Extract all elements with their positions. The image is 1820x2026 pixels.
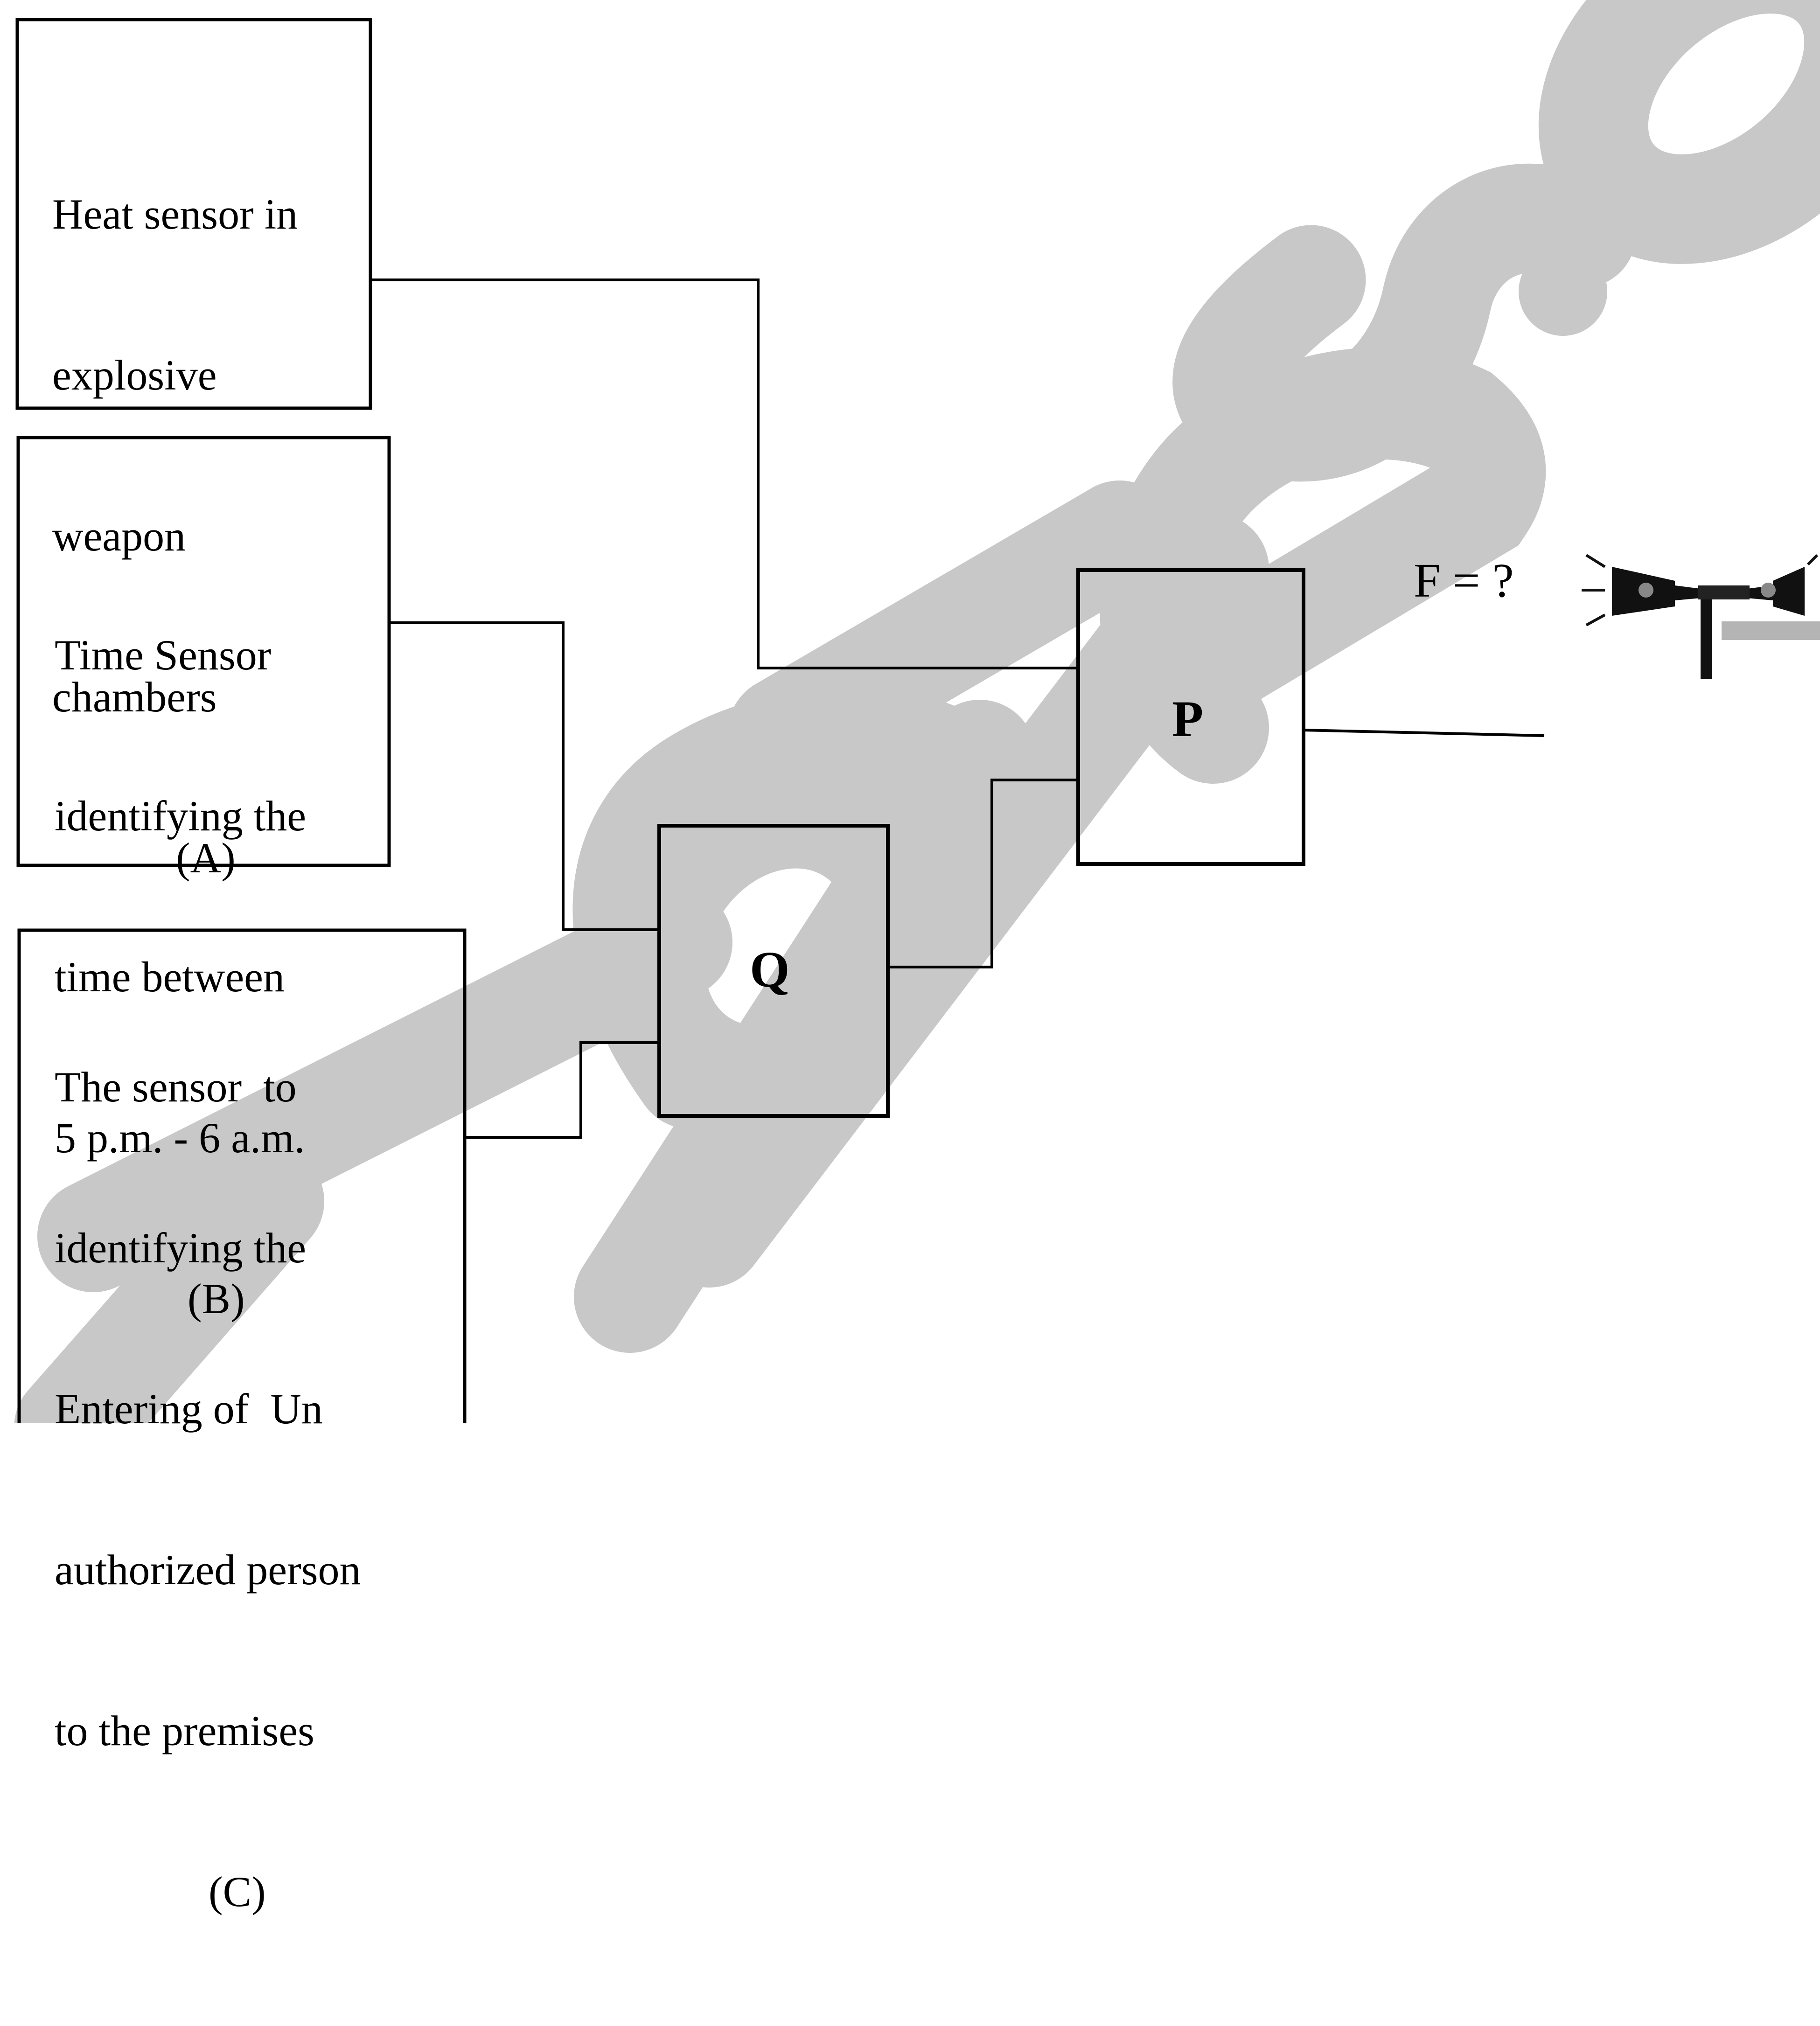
sensor-c-label: The sensor to identifying the Entering o…: [55, 953, 361, 2026]
sensor-a-line: explosive: [52, 351, 217, 399]
alarm-siren-icon: [1582, 554, 1820, 679]
siren-sound-rays: [1582, 554, 1819, 627]
watermark: [14, 0, 1820, 1423]
horn-right-lens: [1761, 583, 1776, 598]
sensor-b-line: 5 p.m. - 6 a.m.: [55, 1114, 305, 1162]
gate-q-box: [657, 824, 890, 1118]
sensor-c-line: The sensor to: [55, 1063, 297, 1111]
circuit-drawing: [14, 0, 1820, 1423]
logic-circuit-diagram: Heat sensor in explosive weapon chambers…: [14, 0, 1820, 1915]
sensor-c-line: Entering of Un: [55, 1385, 323, 1433]
siren-post: [1701, 599, 1712, 679]
sensor-b-line: time between: [55, 953, 285, 1001]
wire-p-output: [1303, 729, 1545, 737]
sensor-a-line: chambers: [52, 673, 217, 721]
sensor-a-tag: (A): [176, 834, 236, 882]
sensor-a-line: weapon: [52, 512, 186, 560]
sensor-c-line: to the premises: [55, 1707, 314, 1754]
output-label: F = ?: [1414, 554, 1514, 607]
sensor-c-line: authorized person: [55, 1546, 361, 1594]
siren-bar: [1698, 585, 1750, 599]
sensor-c-line: identifying the: [55, 1224, 307, 1272]
wire-b-to-q: [389, 621, 659, 931]
watermark-stroke-s: [1172, 163, 1637, 482]
wire-c-to-q: [465, 1041, 659, 1139]
sensor-b-line: Time Sensor: [55, 631, 272, 679]
horn-left: [1612, 567, 1701, 616]
siren-base-plate: [1722, 621, 1820, 640]
watermark-stroke-t4: [728, 480, 1176, 788]
sensor-b-label: Time Sensor identifying the time between…: [55, 521, 306, 1433]
wire-a-to-p: [370, 278, 1078, 669]
horn-right: [1747, 567, 1805, 616]
gate-p-box: [1076, 568, 1305, 866]
sensor-a-line: Heat sensor in: [52, 190, 298, 238]
horn-left-lens: [1639, 583, 1653, 598]
watermark-stroke-t1: [14, 1145, 324, 1423]
wire-q-to-p: [888, 779, 1078, 968]
sensor-c-box: [17, 928, 467, 1423]
watermark-dot: [1519, 247, 1607, 336]
sensor-b-line: identifying the: [55, 792, 307, 840]
gate-q-label: Q: [750, 941, 790, 998]
sensor-a-label: Heat sensor in explosive weapon chambers…: [52, 80, 298, 992]
gate-p-label: P: [1172, 690, 1204, 747]
sensor-b-tag: (B): [188, 1275, 245, 1323]
sensor-b-box: [16, 436, 391, 867]
sensor-a-box: [15, 18, 372, 410]
sensor-c-tag: (C): [209, 1868, 266, 1915]
watermark-stroke-o2: [1538, 0, 1820, 264]
watermark-stroke-t2: [37, 886, 732, 1292]
